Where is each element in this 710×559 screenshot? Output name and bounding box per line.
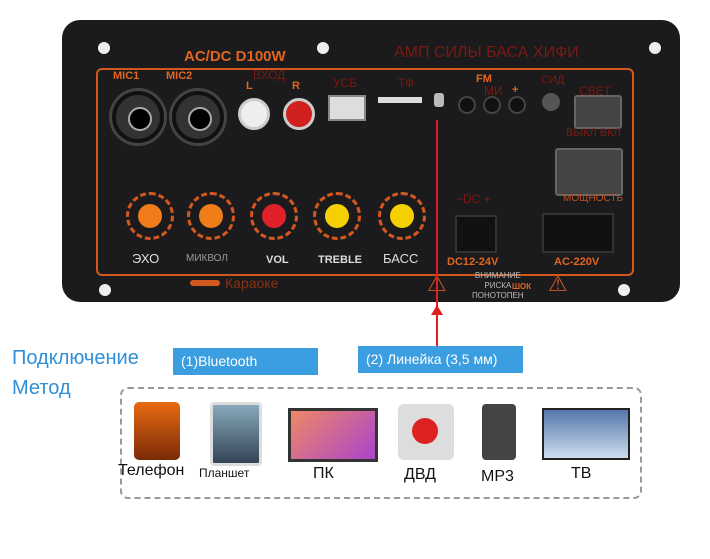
power-label: МОЩНОСТЬ bbox=[563, 193, 624, 204]
l-label: L bbox=[246, 80, 253, 92]
tf-label: ТФ bbox=[398, 76, 415, 90]
warning-icon: ⚠ bbox=[548, 271, 568, 296]
r-label: R bbox=[292, 80, 300, 92]
karaoke-label: Караоке bbox=[225, 275, 279, 291]
connection-title-2: Метод bbox=[12, 377, 71, 399]
off-on-label: ВЫКЛ ВКЛ bbox=[566, 127, 621, 139]
device-label-tablet: Планшет bbox=[199, 466, 250, 480]
dvd-icon bbox=[398, 404, 454, 460]
laptop-icon bbox=[288, 408, 378, 462]
treble-knob[interactable] bbox=[313, 192, 361, 240]
plus-label: + bbox=[512, 84, 519, 96]
arrow-up-icon bbox=[431, 305, 443, 315]
light-switch[interactable] bbox=[574, 95, 622, 129]
rca-right[interactable] bbox=[283, 98, 315, 130]
shock-label: ШОК bbox=[512, 282, 532, 291]
ac-label: AC-220V bbox=[554, 256, 600, 268]
dc-label: DC12-24V bbox=[447, 256, 499, 268]
tf-slot[interactable] bbox=[378, 97, 422, 103]
line-in-option: (2) Линейка (3,5 мм) bbox=[358, 346, 523, 373]
mic1-jack[interactable] bbox=[112, 91, 164, 143]
mic-icon bbox=[190, 280, 220, 286]
devices-box bbox=[120, 387, 642, 499]
mp3-icon bbox=[482, 404, 516, 460]
input-label: ВХОД bbox=[253, 68, 286, 82]
bass-knob[interactable] bbox=[378, 192, 426, 240]
dc-terminal[interactable] bbox=[455, 215, 497, 253]
tablet-icon bbox=[210, 402, 262, 466]
device-label-phone: Телефон bbox=[118, 462, 185, 479]
mic1-label: MIC1 bbox=[113, 70, 140, 82]
mi-label: МИ bbox=[484, 84, 503, 98]
mic-volume-label: МИКВОЛ bbox=[186, 253, 228, 264]
led-label: СИД bbox=[541, 74, 565, 86]
mic2-jack[interactable] bbox=[172, 91, 224, 143]
fm-label: FM bbox=[476, 73, 492, 85]
minus-button[interactable] bbox=[483, 96, 501, 114]
mic-volume-knob[interactable] bbox=[187, 192, 235, 240]
mount-hole bbox=[649, 42, 661, 54]
usb-port[interactable] bbox=[328, 95, 366, 121]
pointer-line bbox=[436, 120, 438, 348]
power-switch[interactable] bbox=[555, 148, 623, 196]
device-label-pc: ПК bbox=[313, 465, 334, 482]
mount-hole bbox=[618, 284, 630, 296]
headline: АМП СИЛЫ БАСА ХИФИ bbox=[394, 44, 579, 61]
dc-polarity: −DC + bbox=[456, 192, 491, 206]
device-label-mp3: MP3 bbox=[481, 468, 514, 485]
mic2-label: MIC2 bbox=[166, 70, 193, 82]
mount-hole bbox=[98, 42, 110, 54]
device-label-dvd: ДВД bbox=[404, 466, 436, 483]
mount-hole bbox=[317, 42, 329, 54]
panel-outline bbox=[96, 68, 634, 276]
echo-label: ЭХО bbox=[132, 251, 160, 266]
plus-button[interactable] bbox=[508, 96, 526, 114]
bluetooth-option: (1)Bluetooth bbox=[173, 348, 318, 375]
device-label-tv: ТВ bbox=[571, 465, 592, 482]
ir-receiver bbox=[434, 93, 444, 107]
light-label: СВЕТ bbox=[579, 84, 612, 98]
rca-left[interactable] bbox=[238, 98, 270, 130]
phone-icon bbox=[134, 402, 180, 460]
fm-button[interactable] bbox=[458, 96, 476, 114]
treble-label: TREBLE bbox=[318, 254, 362, 266]
tv-icon bbox=[542, 408, 630, 460]
volume-label: VOL bbox=[266, 254, 289, 266]
echo-knob[interactable] bbox=[126, 192, 174, 240]
connection-title: Подключение bbox=[12, 347, 139, 369]
ac-socket[interactable] bbox=[542, 213, 614, 253]
volume-knob[interactable] bbox=[250, 192, 298, 240]
mount-hole bbox=[99, 284, 111, 296]
bass-label: БАСС bbox=[383, 251, 419, 266]
model-label: AC/DC D100W bbox=[184, 48, 286, 65]
led-port[interactable] bbox=[542, 93, 560, 111]
usb-label: УСБ bbox=[333, 76, 358, 90]
